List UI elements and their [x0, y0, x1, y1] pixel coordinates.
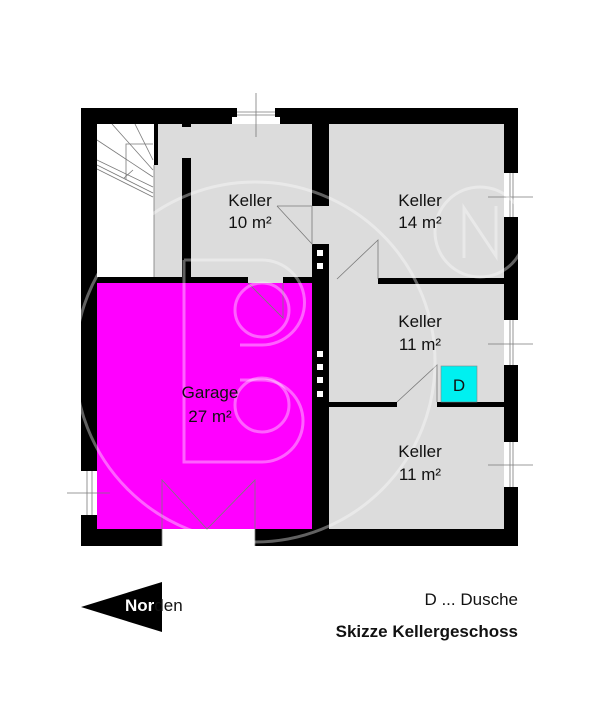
stair-area — [97, 124, 154, 277]
window-right-3 — [488, 442, 533, 487]
shower-symbol: D — [453, 376, 465, 395]
window-left — [67, 471, 110, 515]
window-right-2 — [488, 320, 533, 365]
room-label-garage: Garage — [182, 383, 239, 402]
window-top — [232, 93, 280, 137]
room-area-keller-11-upper: 11 m² — [399, 335, 442, 354]
room-keller-14 — [329, 124, 504, 278]
room-area-garage: 27 m² — [188, 407, 232, 426]
keller-14-door-opening — [329, 278, 378, 284]
room-keller-11-lower — [329, 407, 504, 529]
keller-10-garage-door-opening — [248, 277, 283, 283]
room-label-keller-11-upper: Keller — [398, 312, 442, 331]
keller-11-door-opening — [397, 402, 437, 407]
room-label-keller-10: Keller — [228, 191, 272, 210]
room-label-keller-14: Keller — [398, 191, 442, 210]
room-garage — [97, 283, 312, 529]
north-label: Norden — [125, 596, 183, 616]
north-label-rest: den — [154, 596, 183, 615]
plan-title: Skizze Kellergeschoss — [335, 622, 518, 641]
garage-door-opening — [162, 529, 255, 546]
door-swings — [161, 205, 438, 546]
window-right-1 — [488, 173, 533, 217]
watermark-logo — [73, 180, 527, 544]
stair-door-opening — [182, 127, 191, 158]
room-keller-10 — [191, 124, 312, 277]
room-area-keller-14: 14 m² — [398, 213, 442, 232]
stair-landing — [154, 124, 182, 277]
vent-openings — [317, 250, 323, 397]
legend-shower: D ... Dusche — [424, 590, 518, 609]
keller-10-door-opening — [312, 206, 329, 244]
shower-box — [440, 365, 478, 403]
north-label-bold: Nor — [125, 596, 155, 615]
room-label-keller-11-lower: Keller — [398, 442, 442, 461]
north-arrow-icon — [81, 582, 162, 632]
room-area-keller-10: 10 m² — [228, 213, 272, 232]
room-area-keller-11-lower: 11 m² — [399, 465, 442, 484]
